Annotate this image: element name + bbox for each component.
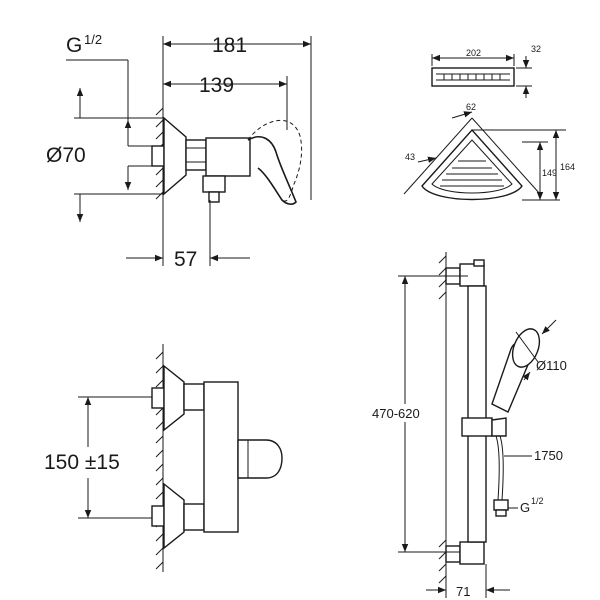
dim-32: 32	[531, 44, 541, 54]
dim-149: 149	[542, 168, 557, 178]
dim-57: 57	[174, 248, 197, 271]
mixer-side-view: 181 139 G 1/2 Ø70 57	[46, 32, 312, 271]
dim-181: 181	[212, 34, 247, 57]
shelf-top-grille	[440, 160, 504, 187]
dim-164: 164	[560, 162, 575, 172]
connection-fraction: 1/2	[84, 32, 102, 47]
dim-202: 202	[466, 48, 481, 58]
shelf-grille	[443, 74, 501, 80]
dim-139: 139	[199, 74, 234, 97]
dim-43: 43	[405, 152, 415, 162]
dim-diameter-110: Ø110	[536, 358, 567, 373]
shelf-top-view: 62 43 149 164	[403, 102, 575, 201]
dim-1750: 1750	[534, 448, 563, 463]
rail-connection-label: G	[520, 500, 530, 515]
dim-71: 71	[456, 584, 470, 599]
dim-62: 62	[466, 102, 476, 112]
rail-wall-hatch	[438, 255, 447, 584]
dim-150: 150 ±15	[44, 451, 120, 474]
connection-label: G	[66, 34, 82, 57]
wall-hatch-front	[155, 351, 164, 570]
mixer-front-view: 150 ±15	[44, 344, 283, 572]
dim-diameter-70: Ø70	[46, 144, 86, 167]
dim-470-620: 470-620	[372, 406, 420, 421]
rail-connection-fraction: 1/2	[531, 496, 544, 506]
shower-rail-view: 470-620 Ø110 1750 G 1/2 71	[370, 252, 567, 599]
shelf-front-view: 202 32	[431, 44, 541, 98]
